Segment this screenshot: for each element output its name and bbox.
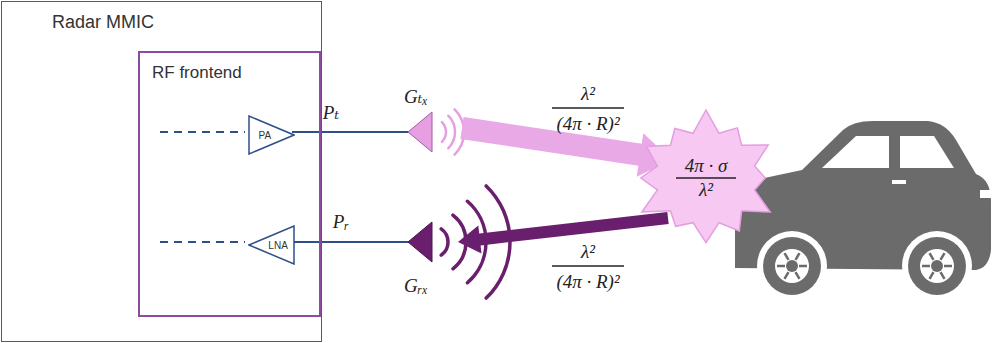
wave: [441, 229, 448, 255]
box-title: Radar MMIC: [52, 12, 154, 33]
rf-frontend-box: RF frontendPA LNA: [138, 51, 321, 317]
starburst-shape: [630, 108, 782, 248]
rx-antenna: [408, 222, 432, 262]
fraction-denominator: λ²: [699, 179, 713, 201]
rx-arrow: [478, 218, 668, 240]
pa-amplifier: PA: [248, 115, 295, 155]
triangle-outline: [249, 226, 294, 264]
fraction-line: [552, 107, 624, 108]
amplifier-triangle: [248, 115, 295, 155]
power-label: Pᵣ: [333, 211, 349, 233]
mmic-box: Radar MMIC RF frontendPA LNA: [1, 1, 322, 342]
fraction-line: [676, 177, 736, 178]
box-title: RF frontend: [152, 63, 242, 83]
wheel-spoke: [799, 265, 807, 268]
wheel-spoke: [930, 253, 934, 260]
car: [735, 121, 991, 301]
wheel-spoke: [941, 253, 945, 260]
wheel-spoke: [944, 265, 952, 268]
fraction-numerator: λ²: [581, 241, 595, 263]
starburst-outline: [641, 110, 770, 243]
wheel-spoke: [941, 272, 945, 279]
tx-antenna: [408, 112, 432, 152]
wheel-spoke: [922, 265, 930, 268]
signal-line: [160, 241, 245, 243]
gain-label: Gₜₓ: [404, 85, 428, 108]
wheel-spoke: [796, 253, 800, 260]
wheel-spoke: [777, 265, 785, 268]
fraction-denominator: (4π · R)²: [556, 113, 619, 135]
lna-amplifier: LNA: [248, 225, 295, 265]
wave: [448, 116, 455, 149]
fraction-denominator: (4π · R)²: [556, 271, 619, 293]
wire: [292, 131, 409, 133]
wheel-spoke: [796, 272, 800, 279]
rx-arrowhead: [458, 226, 482, 254]
fraction-line: [552, 265, 624, 266]
wheel-spoke: [785, 253, 789, 260]
power-label: Pₜ: [323, 101, 339, 124]
amplifier-label: LNA: [268, 240, 287, 251]
amplifier-label: PA: [259, 130, 272, 141]
wire: [292, 241, 409, 243]
gain-label: Gᵣₓ: [404, 275, 428, 297]
triangle-outline: [249, 116, 294, 154]
wave: [442, 122, 446, 142]
fraction-numerator: 4π · σ: [685, 155, 728, 177]
signal-line: [160, 131, 245, 133]
fraction-numerator: λ²: [581, 83, 595, 105]
rcs-starburst: 4π · σλ²: [630, 108, 782, 248]
wheel-spoke: [785, 272, 789, 279]
wheel-spoke: [930, 272, 934, 279]
